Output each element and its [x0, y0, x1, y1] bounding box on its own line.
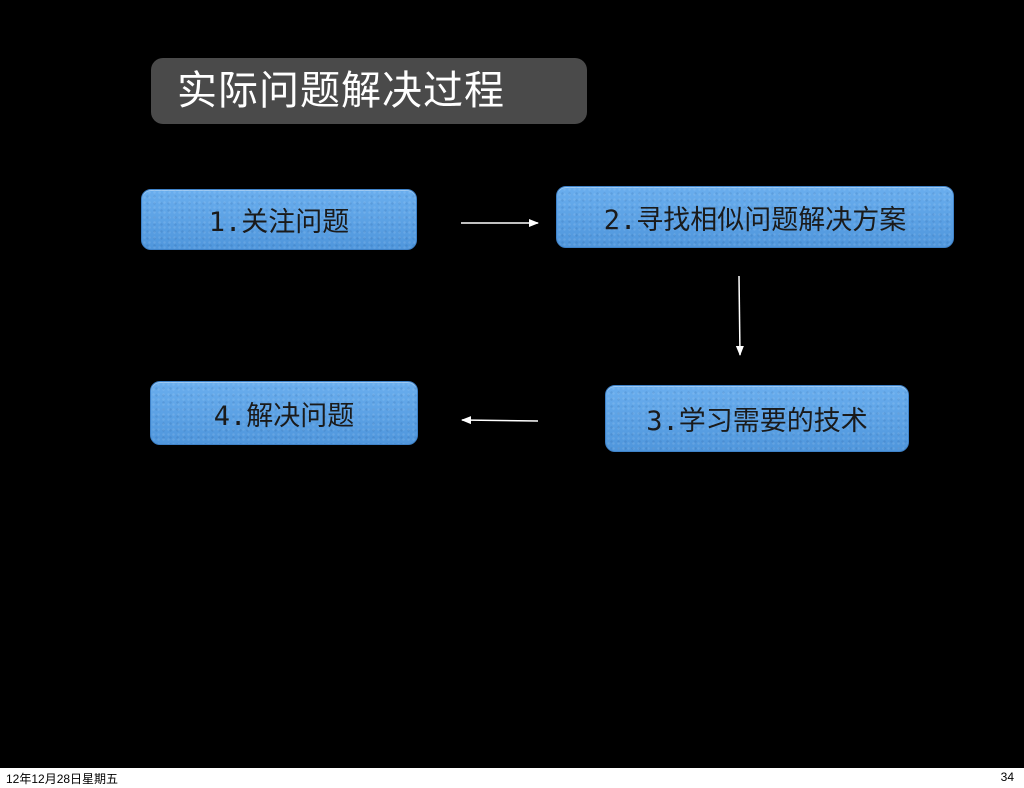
- node-step-1-label: 1.关注问题: [208, 207, 350, 238]
- node-step-2-label: 2.寻找相似问题解决方案: [603, 204, 907, 236]
- footer-bar: 12年12月28日星期五 34: [0, 768, 1024, 788]
- page-number: 34: [1000, 770, 1014, 784]
- slide-title: 实际问题解决过程: [151, 58, 587, 124]
- node-step-2: 2.寻找相似问题解决方案: [556, 186, 954, 248]
- node-step-3-label: 3.学习需要的技术: [646, 406, 868, 437]
- arrow-3-to-4: [461, 416, 539, 425]
- flow-arrows: [461, 219, 744, 425]
- node-step-1: 1.关注问题: [141, 189, 417, 250]
- arrow-2-to-3: [735, 275, 744, 356]
- node-step-4: 4.解决问题: [150, 381, 418, 445]
- slide-title-text: 实际问题解决过程: [177, 68, 505, 114]
- node-step-3: 3.学习需要的技术: [605, 385, 909, 452]
- footer-date: 12年12月28日星期五: [6, 772, 119, 786]
- node-step-4-label: 4.解决问题: [213, 400, 355, 432]
- slide: 实际问题解决过程 1.关注问题 2.寻找相似问题解决方案 3.学习需要的技术 4…: [0, 0, 1024, 768]
